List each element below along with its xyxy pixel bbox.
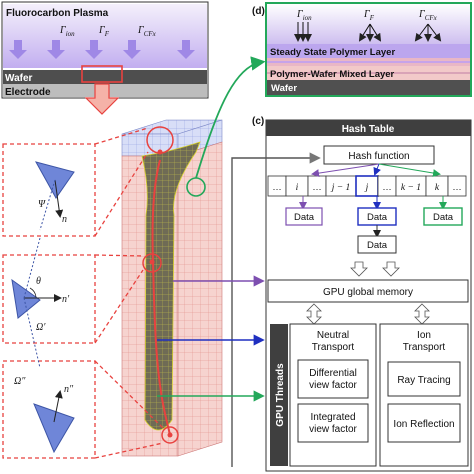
electrode-label: Electrode [5,87,51,98]
ion-reflection-box [387,403,461,443]
omega-prime-label: Ω′ [36,322,46,333]
panel-c-tag: (c) [252,116,264,127]
plasma-region [3,4,207,68]
text-line: Ion [417,330,431,341]
d-wafer-label: Wafer [271,83,297,94]
d-flux-f: ΓF [363,9,375,22]
mixed-layer-label: Polymer-Wafer Mixed Layer [270,69,395,80]
mixed-layer-stripes [267,58,470,80]
wafer-label: Wafer [5,73,33,84]
data-purple-label: Data [294,212,315,223]
green-connector [195,56,266,179]
plasma-panel: Fluorocarbon Plasma Γion ΓF ΓCFx Wafer E… [1,1,209,99]
hash-cell-label: … [452,182,462,193]
panel-d-tag: (d) [252,6,265,17]
hash-cells: … i … j − 1 j … k − 1 k … [267,175,467,197]
wafer-bar [3,70,207,84]
plasma-title: Fluorocarbon Plasma [6,8,109,19]
text-line: Neutral [317,330,349,341]
hash-cell-label: j [364,183,369,193]
text-line: Transport [312,342,355,353]
d-flux-cfx: ΓCFx [418,9,438,22]
data-blue-label: Data [367,212,388,223]
hash-cell-label: … [382,182,392,193]
zoom-down-arrow [84,83,120,115]
normal-n-prime-label: n′ [62,294,70,305]
psi-label: Ψ [38,199,46,210]
text-line: view factor [309,380,357,391]
theta-label: θ [36,276,41,287]
zoom-circle-bottom [161,426,179,444]
panel-d: (d) Γion ΓF ΓCFx Steady State Polymer La… [252,2,472,97]
facet-top: Ψ n [34,161,75,231]
d-flux-ion: Γion [296,9,312,22]
zoom-circle-mid [142,253,162,273]
gpu-threads-label: GPU Threads [275,363,286,427]
hash-cell-label: k [435,183,440,193]
flux-cfx-label: ΓCFx [137,25,157,38]
ray-path [151,159,171,436]
hash-cell [447,175,467,197]
polymer-layer-label: Steady State Polymer Layer [270,47,395,58]
hash-cell-label: i [296,183,299,193]
omega-double-prime-label: Ω″ [14,376,26,387]
facet-zoom-boxes [2,127,164,459]
hash-function-label: Hash function [348,151,409,162]
trench-to-panel-connectors [157,152,321,467]
integrated-view-factor-box [297,403,369,443]
data-bottom-label: Data [367,240,388,251]
memory-down-arrow-right [382,261,400,277]
gpu-memory-label: GPU global memory [323,287,413,298]
text-line: view factor [309,424,357,435]
facet-bottom: Ω″ n″ [14,376,75,454]
hash-cell-label: … [272,182,282,193]
data-box-green [423,207,463,226]
data-box-bottom [357,235,397,254]
hash-cell-label: k − 1 [401,183,421,193]
text-line: Transport [403,342,446,353]
data-green-label: Data [433,212,454,223]
trench-simulation [121,119,223,457]
text-line: Differential [309,368,357,379]
zoom-circle-top [146,126,174,154]
ion-reflection-label: Ion Reflection [393,419,454,430]
gpu-memory-box [267,279,469,303]
d-flux-arrows [294,22,442,42]
zoom-region-box [81,65,123,83]
hash-table-title: Hash Table [342,124,395,135]
hash-cell-label: j − 1 [330,183,351,193]
normal-n-double-prime-label: n″ [64,384,74,395]
text-line: Integrated [310,412,355,423]
data-box-purple [285,207,323,226]
ray-tracing-label: Ray Tracing [397,375,450,386]
ray-tracing-box [387,361,461,397]
flux-f-label: ΓF [98,25,110,38]
hash-cell-label: … [312,182,322,193]
facet-mid: θ n′ Ω′ [11,237,70,369]
memory-down-arrow-left [350,261,368,277]
plasma-flux-arrows [9,40,195,59]
flux-ion-label: Γion [59,25,75,38]
differential-view-factor-box [297,359,369,399]
normal-n-label: n [62,214,67,225]
panel-c: (c) Hash Table Hash function … i … j − 1 j … k… [252,116,472,472]
